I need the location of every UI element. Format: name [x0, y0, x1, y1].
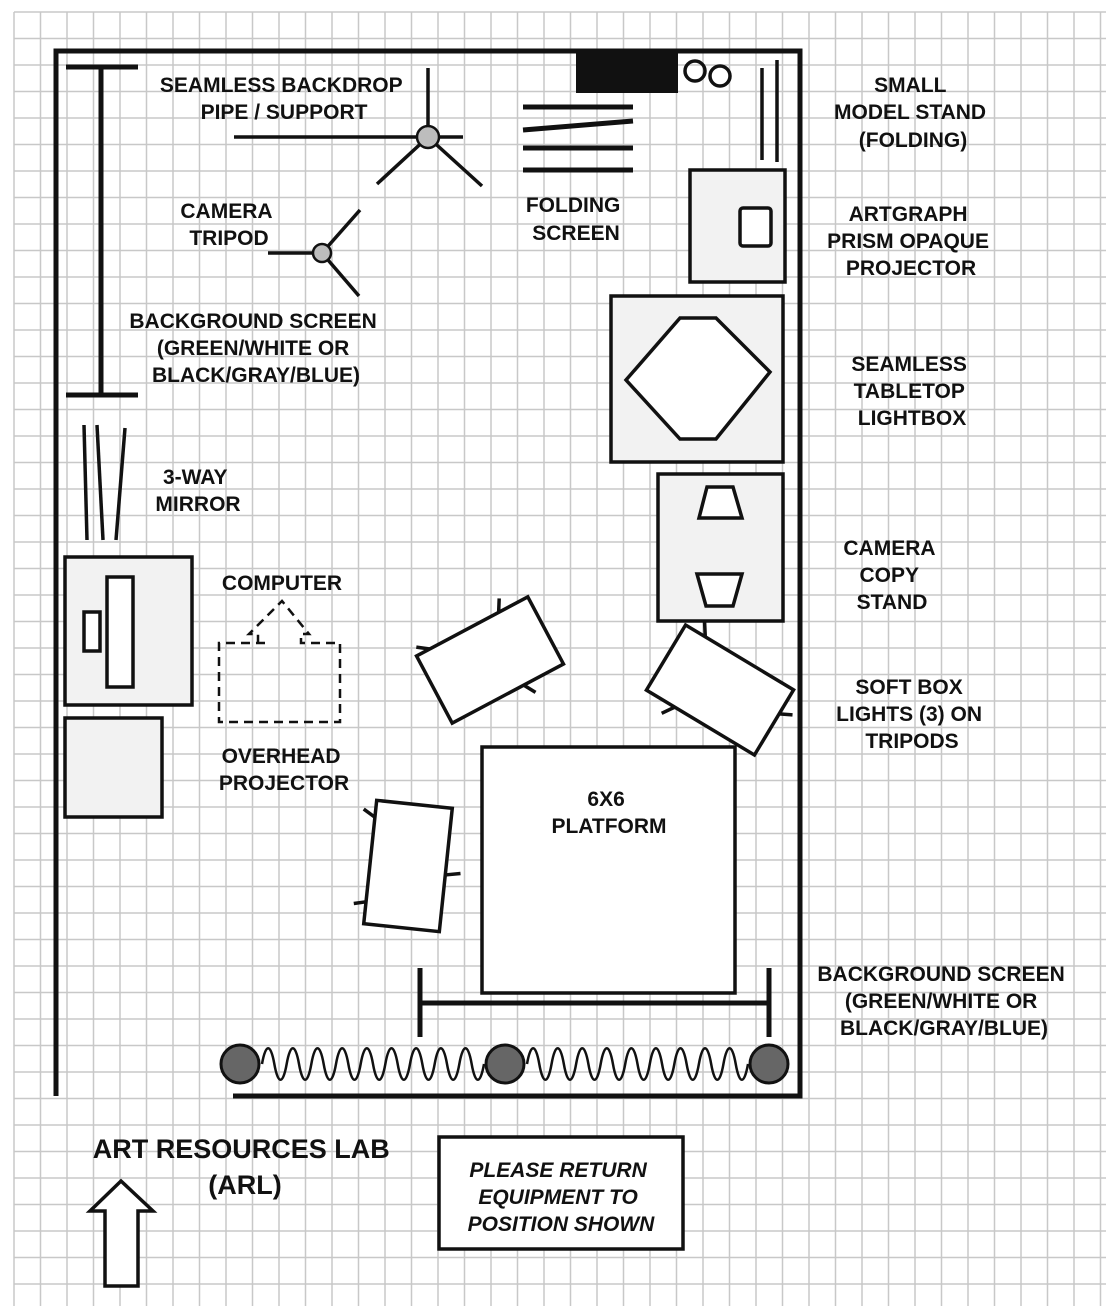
background-screen-bottom: [417, 968, 772, 1037]
label-artgraph-projector: ARTGRAPH PRISM OPAQUE PROJECTOR: [827, 203, 995, 280]
label-soft-box-lights: SOFT BOX LIGHTS (3) ON TRIPODS: [836, 676, 988, 753]
label-computer: COMPUTER: [222, 572, 342, 595]
soft-box-light: [353, 798, 461, 934]
label-background-screen-bottom: BACKGROUND SCREEN (GREEN/WHITE OR BLACK/…: [817, 963, 1070, 1040]
notice-text: PLEASE RETURN EQUIPMENT TO POSITION SHOW…: [468, 1159, 656, 1236]
wall-fixture: [576, 51, 732, 93]
camera-tripod-icon: [268, 208, 362, 298]
overhead-projector: [217, 599, 342, 724]
platform: [480, 745, 737, 995]
label-seamless-backdrop: SEAMLESS BACKDROP PIPE / SUPPORT: [160, 74, 408, 124]
up-arrow-icon: [85, 1178, 158, 1288]
label-overhead-projector: OVERHEAD PROJECTOR: [219, 745, 349, 795]
small-model-stand: [760, 60, 779, 162]
label-mirror: 3-WAY MIRROR: [155, 466, 240, 516]
folding-screen: [522, 104, 634, 173]
notice-box: [437, 1135, 685, 1251]
label-platform: 6X6 PLATFORM: [551, 788, 666, 838]
soft-box-light: [644, 622, 796, 758]
label-camera-copy-stand: CAMERA COPY STAND: [843, 537, 940, 614]
left-wall-cabinet: [63, 555, 194, 819]
seamless-backdrop-support: [234, 68, 484, 188]
artgraph-projector: [688, 168, 787, 284]
label-small-model-stand: SMALL MODEL STAND (FOLDING): [834, 74, 992, 152]
lab-name: ART RESOURCES LAB (ARL): [93, 1134, 398, 1200]
room-walls: [53, 48, 803, 1099]
label-camera-tripod: CAMERA TRIPOD: [180, 200, 277, 250]
label-background-screen-left: BACKGROUND SCREEN (GREEN/WHITE OR BLACK/…: [129, 310, 382, 387]
seamless-tabletop-lightbox: [609, 294, 785, 464]
camera-copy-stand: [656, 472, 785, 623]
soft-box-light: [414, 594, 566, 726]
background-screen-left: [66, 64, 138, 398]
label-folding-screen: FOLDING SCREEN: [526, 194, 626, 245]
curtain-track: [219, 1043, 790, 1085]
three-way-mirror: [82, 424, 127, 541]
label-seamless-lightbox: SEAMLESS TABLETOP LIGHTBOX: [851, 353, 972, 430]
